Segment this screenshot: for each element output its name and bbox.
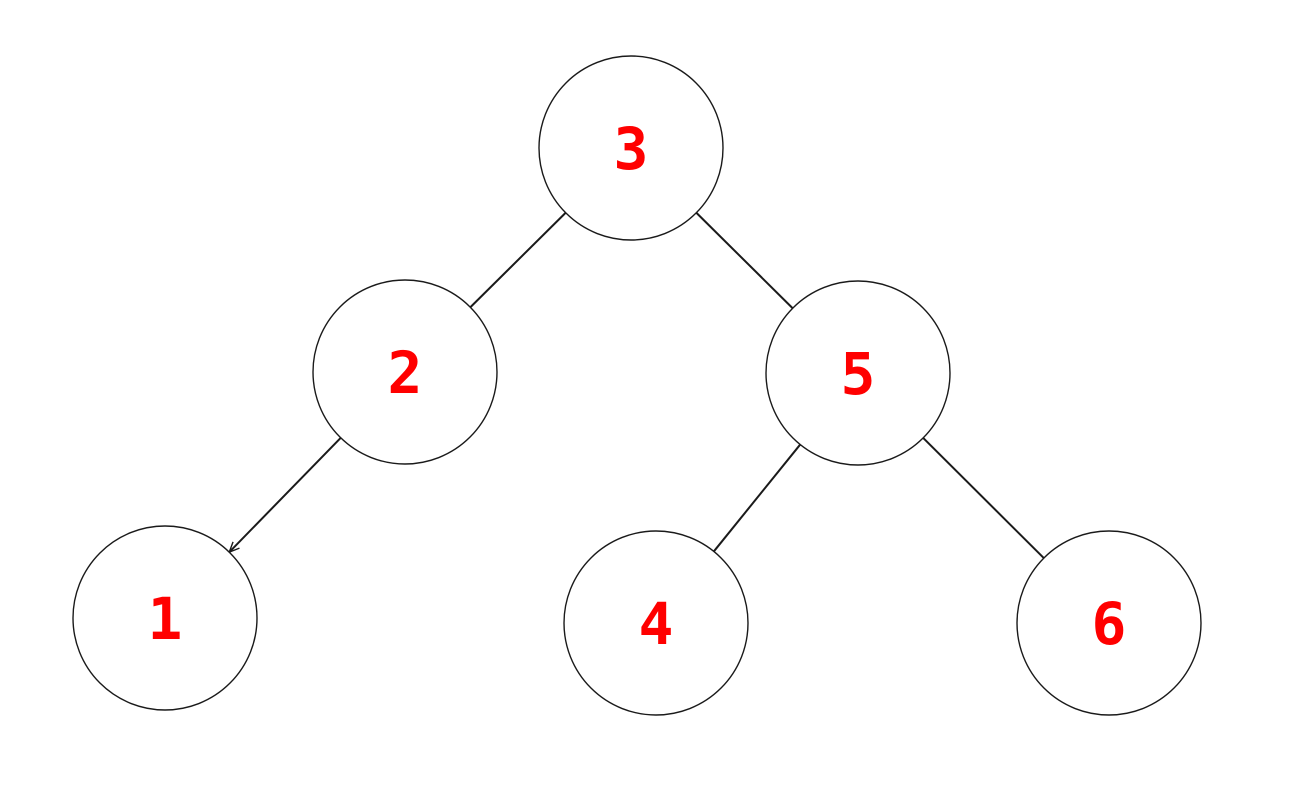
node-label-4: 4: [639, 590, 674, 658]
node-label-1: 1: [148, 585, 183, 653]
tree-node-4: [563, 530, 749, 716]
node-label-6: 6: [1092, 590, 1127, 658]
tree-edge-5-6: [922, 437, 1045, 559]
tree-edge-2-1: [228, 437, 342, 553]
node-label-5: 5: [841, 340, 876, 408]
tree-edge-5-4: [713, 443, 801, 553]
tree-node-5: [765, 280, 951, 466]
tree-edge-3-5: [695, 212, 794, 309]
tree-node-3: [538, 55, 724, 241]
node-label-2: 2: [388, 339, 423, 407]
node-label-3: 3: [614, 115, 649, 183]
tree-node-6: [1016, 530, 1202, 716]
tree-edge-3-2: [469, 212, 567, 308]
tree-node-2: [312, 279, 498, 465]
tree-node-1: [72, 525, 258, 711]
